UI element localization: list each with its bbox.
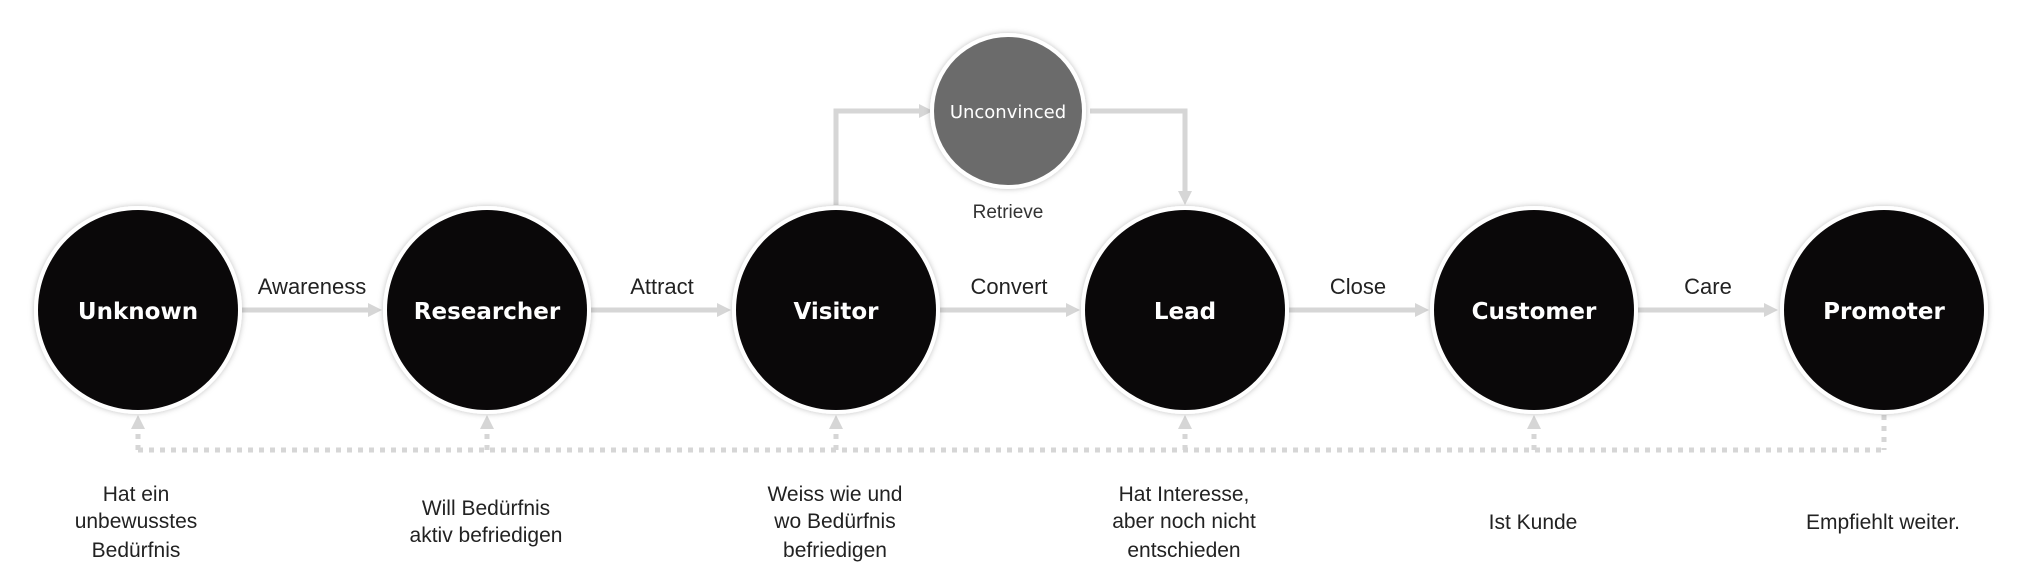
- feedback-arrowhead-visitor: [829, 415, 843, 429]
- connector-unconvinced-lead: [1090, 108, 1188, 193]
- description-visitor-line-2: wo Bedürfnis: [773, 510, 895, 533]
- node-researcher-fill: [387, 210, 587, 410]
- description-researcher-line-2: aktiv befriedigen: [410, 524, 563, 547]
- arrowhead-researcher: [368, 303, 382, 317]
- edge-label-convert: Convert: [970, 274, 1047, 299]
- feedback-arrowhead-customer: [1527, 415, 1541, 429]
- retrieve-label: Retrieve: [973, 202, 1044, 223]
- retrieve-arrowheads: [919, 104, 1192, 205]
- arrowhead-lead: [1066, 303, 1080, 317]
- arrowhead-visitor: [717, 303, 731, 317]
- description-researcher: Will Bedürfnis aktiv befriedigen: [410, 497, 563, 547]
- node-visitor-label: Visitor: [794, 299, 880, 325]
- retrieve-branch: [833, 108, 1188, 205]
- description-unknown: Hat ein unbewusstes Bedürfnis: [75, 483, 198, 562]
- description-unknown-line-2: unbewusstes: [75, 510, 198, 533]
- feedback-arrowhead-unknown: [131, 415, 145, 429]
- node-researcher-label: Researcher: [414, 299, 561, 325]
- node-unconvinced-label: Unconvinced: [950, 102, 1066, 123]
- node-customer-fill: [1434, 210, 1634, 410]
- node-lead-fill: [1085, 210, 1285, 410]
- node-lead-label: Lead: [1154, 299, 1216, 325]
- arrowhead-unconvinced: [919, 104, 933, 118]
- node-unconvinced: Unconvinced: [930, 33, 1086, 189]
- arrowhead-lead-from-top: [1178, 191, 1192, 205]
- description-lead-line-3: entschieden: [1127, 539, 1240, 562]
- node-researcher: Researcher: [383, 206, 591, 414]
- description-promoter-line-1: Empfiehlt weiter.: [1806, 511, 1960, 534]
- node-customer: Customer: [1430, 206, 1638, 414]
- feedback-arrowhead-lead: [1178, 415, 1192, 429]
- feedback-arrowheads: [131, 415, 1541, 429]
- description-visitor-line-1: Weiss wie und: [767, 483, 902, 506]
- node-unknown: Unknown: [34, 206, 242, 414]
- connector-visitor-unconvinced: [833, 108, 921, 205]
- description-unknown-line-1: Hat ein: [103, 483, 170, 506]
- edge-label-attract: Attract: [630, 274, 694, 299]
- description-researcher-line-1: Will Bedürfnis: [422, 497, 550, 520]
- edge-label-close: Close: [1330, 274, 1386, 299]
- description-lead-line-1: Hat Interesse,: [1119, 483, 1250, 506]
- feedback-loop: [135, 415, 1887, 453]
- edge-label-awareness: Awareness: [258, 274, 366, 299]
- description-unknown-line-3: Bedürfnis: [92, 539, 181, 562]
- description-lead-line-2: aber noch nicht: [1112, 510, 1256, 533]
- node-unknown-label: Unknown: [78, 299, 198, 325]
- node-lead: Lead: [1081, 206, 1289, 414]
- node-visitor-fill: [736, 210, 936, 410]
- arrowhead-promoter: [1764, 303, 1778, 317]
- node-customer-label: Customer: [1472, 299, 1597, 325]
- description-visitor-line-3: befriedigen: [783, 539, 887, 562]
- description-lead: Hat Interesse, aber noch nicht entschied…: [1112, 483, 1256, 562]
- description-promoter: Empfiehlt weiter.: [1806, 511, 1960, 534]
- description-customer: Ist Kunde: [1489, 511, 1578, 534]
- node-promoter-label: Promoter: [1823, 299, 1945, 325]
- node-promoter: Promoter: [1780, 206, 1988, 414]
- node-unknown-fill: [38, 210, 238, 410]
- node-promoter-fill: [1784, 210, 1984, 410]
- arrowhead-customer: [1415, 303, 1429, 317]
- node-visitor: Visitor: [732, 206, 940, 414]
- feedback-arrowhead-researcher: [480, 415, 494, 429]
- main-arrowheads: [368, 303, 1778, 317]
- edge-label-care: Care: [1684, 274, 1732, 299]
- description-visitor: Weiss wie und wo Bedürfnis befriedigen: [767, 483, 902, 562]
- node-unconvinced-fill: [934, 37, 1082, 185]
- description-customer-line-1: Ist Kunde: [1489, 511, 1578, 534]
